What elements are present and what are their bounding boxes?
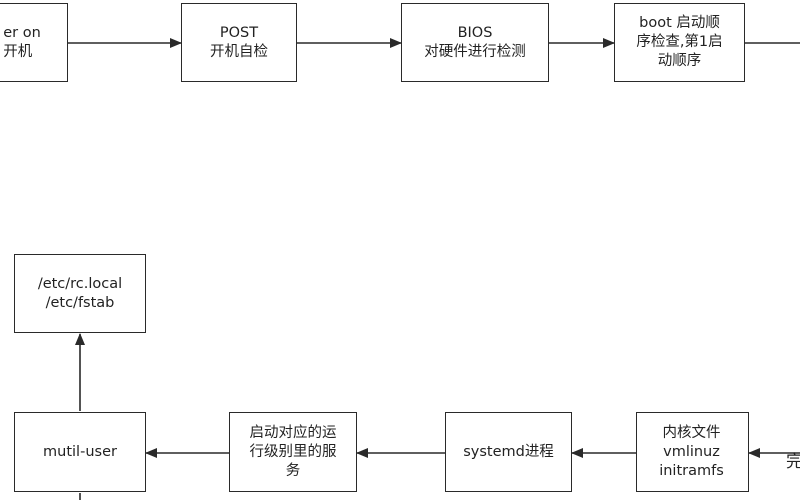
node-mutil-user-text: mutil-user xyxy=(43,443,117,460)
node-systemd-text: systemd进程 xyxy=(463,443,554,460)
node-rc-local: /etc/rc.local /etc/fstab xyxy=(14,254,146,333)
node-systemd: systemd进程 xyxy=(445,412,572,492)
node-power-on: er on 开机 xyxy=(0,3,68,82)
node-post: POST 开机自检 xyxy=(181,3,297,82)
node-bios: BIOS 对硬件进行检测 xyxy=(401,3,549,82)
edge-label-right: 完 xyxy=(786,452,800,472)
node-boot-order-text: boot 启动顺 序检查,第1启 动顺序 xyxy=(636,15,723,69)
node-kernel-files-text: 内核文件 vmlinuz initramfs xyxy=(659,424,724,479)
node-bios-text: BIOS 对硬件进行检测 xyxy=(424,24,526,60)
node-post-text: POST 开机自检 xyxy=(210,24,268,60)
node-boot-order: boot 启动顺 序检查,第1启 动顺序 xyxy=(614,3,745,82)
node-rc-local-text: /etc/rc.local /etc/fstab xyxy=(37,275,123,311)
node-power-on-text: er on 开机 xyxy=(3,24,41,60)
node-mutil-user: mutil-user xyxy=(14,412,146,492)
node-runlevel-services: 启动对应的运 行级别里的服 务 xyxy=(229,412,357,492)
node-runlevel-services-text: 启动对应的运 行级别里的服 务 xyxy=(249,424,337,479)
node-kernel-files: 内核文件 vmlinuz initramfs xyxy=(636,412,749,492)
